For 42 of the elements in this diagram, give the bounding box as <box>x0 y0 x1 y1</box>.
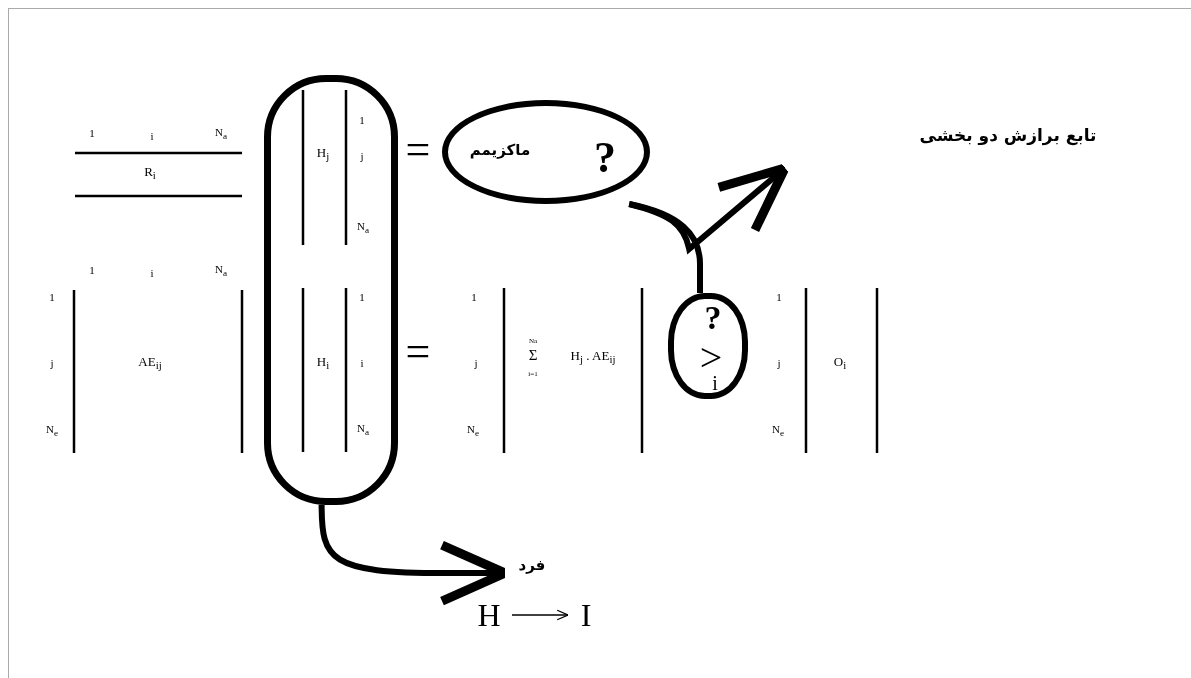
node-label: ماکزیمم <box>469 142 531 158</box>
arrow <box>628 163 790 252</box>
index-label: N$_{e}$ <box>467 423 479 439</box>
index-label: N$_{e}$ <box>772 423 784 439</box>
index-label: N$_{a}$ <box>215 126 227 142</box>
index-label: 1 <box>89 264 95 276</box>
heading: تابع برازش دو بخشی <box>919 126 1097 144</box>
index-label: i <box>150 130 154 142</box>
equals-sign: = <box>405 128 431 172</box>
index-label: 1 <box>49 291 55 303</box>
index-label: 1 <box>776 291 782 303</box>
index-label: j <box>474 357 478 369</box>
sum-expression: H$_{j}$ . AE$_{ij}$ <box>570 348 616 366</box>
vector-symbol: H$_{i}$ <box>316 354 330 372</box>
index-label: j <box>50 357 54 369</box>
question-mark: ? <box>704 301 722 335</box>
arrow <box>511 609 569 621</box>
index-label: N$_{a}$ <box>357 220 369 236</box>
node-label: H <box>477 599 501 631</box>
index-label: i <box>360 357 364 369</box>
matrix-symbol: R$_{i}$ <box>144 164 156 182</box>
index-label: i <box>712 373 718 393</box>
index-label: 1 <box>471 291 477 303</box>
index-label: j <box>360 150 364 162</box>
matrix-symbol: O$_{i}$ <box>833 354 847 372</box>
index-label: 1 <box>89 127 95 139</box>
matrix-symbol: AE$_{ij}$ <box>138 354 162 372</box>
index-label: j <box>777 357 781 369</box>
thought-bubble <box>442 100 650 204</box>
index-label: N$_{e}$ <box>46 423 58 439</box>
sum-sign: Σ <box>528 347 538 363</box>
index-label: 1 <box>359 114 365 126</box>
connector-line <box>628 201 703 293</box>
index-label: N$_{a}$ <box>215 263 227 279</box>
index-label: i <box>150 267 154 279</box>
node-label: فرد <box>518 557 546 573</box>
vector-symbol: H$_{j}$ <box>316 145 330 163</box>
index-label: N$_{a}$ <box>357 422 369 438</box>
index-label: 1 <box>359 291 365 303</box>
question-mark: ? <box>594 136 616 180</box>
node-label: I <box>580 599 592 631</box>
equals-sign: = <box>405 330 431 374</box>
